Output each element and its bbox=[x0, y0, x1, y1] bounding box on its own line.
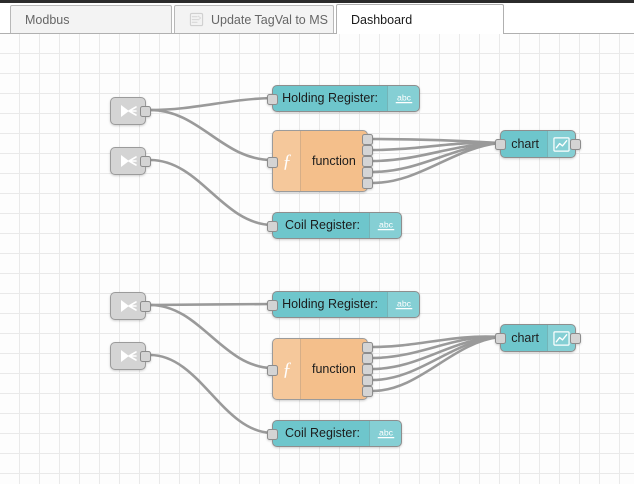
port-in[interactable] bbox=[267, 94, 278, 105]
line-chart-icon bbox=[547, 131, 575, 157]
port-out-2[interactable] bbox=[362, 145, 373, 156]
tab-label: Dashboard bbox=[351, 12, 413, 27]
port-out[interactable] bbox=[570, 139, 581, 150]
tab-label: Update TagVal to MS bbox=[211, 12, 328, 27]
flow-tab-bar: Modbus Update TagVal to MS Dashboard bbox=[0, 3, 634, 34]
inject-arrow-icon bbox=[118, 347, 138, 365]
flow-icon bbox=[189, 12, 204, 27]
svg-text:abc: abc bbox=[396, 92, 411, 102]
port-in[interactable] bbox=[267, 300, 278, 311]
node-label: Holding Register: bbox=[282, 297, 378, 312]
port-in[interactable] bbox=[267, 429, 278, 440]
port-out[interactable] bbox=[140, 156, 151, 167]
port-in[interactable] bbox=[267, 221, 278, 232]
node-coil-register-2[interactable]: Coil Register: abc bbox=[267, 420, 402, 447]
port-out[interactable] bbox=[140, 351, 151, 362]
node-label: function bbox=[312, 362, 356, 376]
node-function-2[interactable]: ƒ function bbox=[267, 338, 373, 400]
node-function-1[interactable]: ƒ function bbox=[267, 130, 373, 192]
abc-icon: abc bbox=[387, 292, 419, 317]
port-in[interactable] bbox=[267, 365, 278, 376]
port-out-2[interactable] bbox=[362, 353, 373, 364]
svg-text:abc: abc bbox=[396, 298, 411, 308]
tab-update-tagval-to-ms[interactable]: Update TagVal to MS bbox=[174, 5, 334, 33]
node-label: Holding Register: bbox=[282, 91, 378, 106]
port-out-3[interactable] bbox=[362, 364, 373, 375]
svg-text:ƒ: ƒ bbox=[282, 151, 291, 172]
node-chart-2[interactable]: chart bbox=[495, 324, 581, 352]
port-out-1[interactable] bbox=[362, 134, 373, 145]
node-chart-1[interactable]: chart bbox=[495, 130, 581, 158]
port-out-3[interactable] bbox=[362, 156, 373, 167]
port-out[interactable] bbox=[140, 301, 151, 312]
svg-text:ƒ: ƒ bbox=[282, 359, 291, 380]
node-label: function bbox=[312, 154, 356, 168]
flow-canvas[interactable]: Holding Register: abc ƒ function bbox=[0, 34, 634, 484]
node-inject-4[interactable] bbox=[110, 342, 151, 370]
node-holding-register-2[interactable]: Holding Register: abc bbox=[267, 291, 420, 318]
node-label: chart bbox=[511, 137, 539, 151]
inject-arrow-icon bbox=[118, 297, 138, 315]
function-icon: ƒ bbox=[273, 131, 301, 191]
port-in[interactable] bbox=[495, 333, 506, 344]
node-inject-1[interactable] bbox=[110, 97, 151, 125]
port-in[interactable] bbox=[267, 157, 278, 168]
node-label: Coil Register: bbox=[284, 218, 360, 233]
node-label: chart bbox=[511, 331, 539, 345]
port-in[interactable] bbox=[495, 139, 506, 150]
abc-icon: abc bbox=[369, 213, 401, 238]
inject-arrow-icon bbox=[118, 152, 138, 170]
port-out-4[interactable] bbox=[362, 375, 373, 386]
port-out-1[interactable] bbox=[362, 342, 373, 353]
port-out-5[interactable] bbox=[362, 386, 373, 397]
svg-text:abc: abc bbox=[378, 427, 393, 437]
port-out[interactable] bbox=[140, 106, 151, 117]
tab-modbus[interactable]: Modbus bbox=[10, 5, 172, 33]
port-out-4[interactable] bbox=[362, 167, 373, 178]
node-coil-register-1[interactable]: Coil Register: abc bbox=[267, 212, 402, 239]
port-out-5[interactable] bbox=[362, 178, 373, 189]
abc-icon: abc bbox=[369, 421, 401, 446]
tab-dashboard[interactable]: Dashboard bbox=[336, 4, 504, 34]
tab-label: Modbus bbox=[25, 12, 70, 27]
port-out[interactable] bbox=[570, 333, 581, 344]
svg-text:abc: abc bbox=[378, 219, 393, 229]
node-inject-2[interactable] bbox=[110, 147, 151, 175]
abc-icon: abc bbox=[387, 86, 419, 111]
node-holding-register-1[interactable]: Holding Register: abc bbox=[267, 85, 420, 112]
node-inject-3[interactable] bbox=[110, 292, 151, 320]
function-icon: ƒ bbox=[273, 339, 301, 399]
inject-arrow-icon bbox=[118, 102, 138, 120]
node-label: Coil Register: bbox=[284, 426, 360, 441]
